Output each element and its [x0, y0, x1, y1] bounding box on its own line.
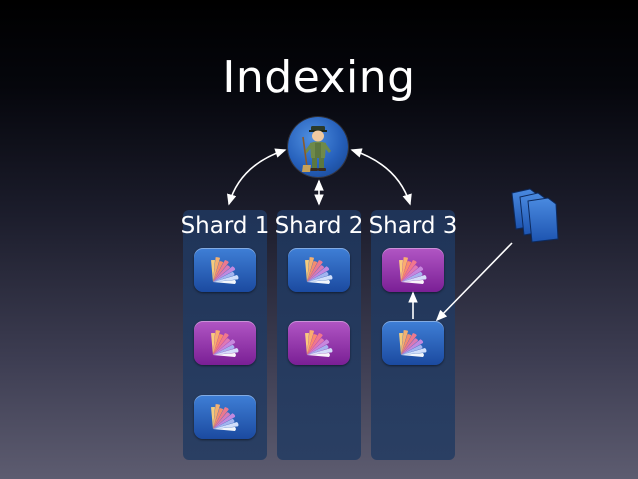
shard-3-label: Shard 3: [368, 213, 458, 239]
index-segment: [194, 321, 256, 365]
documents-stack-icon: [510, 187, 562, 245]
shard-2-column: Shard 2: [275, 210, 363, 460]
index-segment: [194, 248, 256, 292]
shell-logo-icon: [399, 257, 427, 284]
index-segment: [288, 321, 350, 365]
shell-logo-icon: [399, 330, 427, 357]
shard-1-label: Shard 1: [180, 213, 270, 239]
shard-2-label: Shard 2: [274, 213, 364, 239]
index-segment: [382, 321, 444, 365]
shell-logo-icon: [211, 404, 239, 431]
index-segment: [194, 395, 256, 439]
index-segment: [288, 248, 350, 292]
arrow-indexer-shard-3: [350, 148, 412, 206]
shell-logo-icon: [211, 257, 239, 284]
shard-3-column: Shard 3: [369, 210, 457, 460]
shell-logo-icon: [305, 257, 333, 284]
indexer-worker-icon: [288, 117, 348, 177]
shell-logo-icon: [305, 330, 333, 357]
shard-1-column: Shard 1: [181, 210, 269, 460]
slide-title: Indexing: [222, 52, 416, 103]
shell-logo-icon: [211, 330, 239, 357]
arrow-indexer-shard-1: [226, 148, 287, 206]
index-segment: [382, 248, 444, 292]
